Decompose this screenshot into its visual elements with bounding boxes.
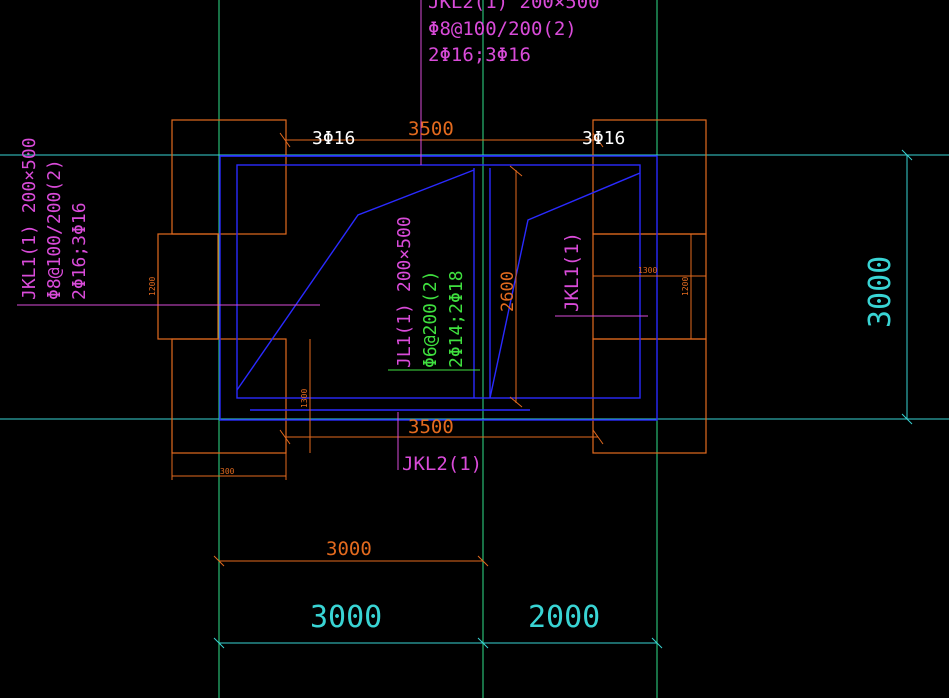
beam-inner-frame (236, 164, 641, 399)
beam-diagonal-left (236, 169, 475, 391)
dim-right-overall: 3000 (863, 256, 898, 328)
jkl2-bottom-label: JKL2(1) (402, 453, 482, 475)
jkl2-top-line2: Φ8@100/200(2) (428, 18, 577, 40)
dim-left-small-v: 1300 (300, 389, 309, 408)
rebar-top-left: 3Φ16 (312, 128, 355, 149)
rebar-top-right: 3Φ16 (582, 128, 625, 149)
column-bottom-right (592, 338, 707, 454)
jkl1-left-line2: Φ8@100/200(2) (44, 159, 65, 300)
dim-right-small-h: 1300 (638, 266, 657, 275)
dim-right-small-v: 1200 (681, 277, 690, 296)
jkl1-right-label: JKL1(1) (561, 232, 583, 312)
beam-diagonal-right (489, 172, 641, 399)
dim-bottom-span: 3500 (408, 416, 454, 438)
dim-bay2: 2000 (528, 600, 600, 635)
dimension-lines-orange (157, 132, 706, 567)
jl1-line1: JL1(1) 200×500 (394, 216, 415, 368)
dim-left-small: 1200 (148, 277, 157, 296)
leaders (17, 0, 648, 470)
dim-bay-orange: 3000 (326, 538, 372, 560)
dim-top-span: 3500 (408, 118, 454, 140)
column-top-left (171, 119, 287, 235)
column-right-mid (592, 233, 707, 340)
beams (219, 155, 658, 421)
jl1-line3: 2Φ14;2Φ18 (446, 270, 467, 368)
jkl2-top-line1: JKL2(1) 200×500 (428, 0, 600, 13)
jkl1-left-line3: 2Φ16;3Φ16 (69, 202, 90, 300)
dim-left-bottom-h: 300 (220, 467, 235, 476)
dim-bay1: 3000 (310, 600, 382, 635)
dimension-lines-cyan (213, 149, 913, 649)
column-bottom-left (171, 338, 287, 454)
jkl2-top-line3: 2Φ16;3Φ16 (428, 44, 531, 66)
column-left-mid (157, 233, 219, 340)
columns (157, 119, 707, 454)
dim-inner-height: 2600 (498, 271, 518, 312)
jl1-line2: Φ6@200(2) (420, 270, 441, 368)
jkl1-left-line1: JKL1(1) 200×500 (19, 137, 40, 300)
